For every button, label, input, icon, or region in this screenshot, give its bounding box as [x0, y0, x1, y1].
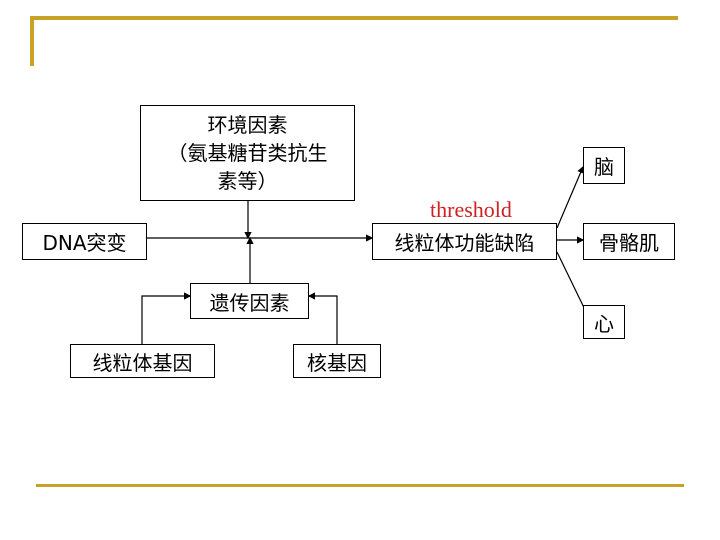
mito-genes-label: 线粒体基因 — [92, 350, 193, 375]
environment-line-2: （氨基糖苷类抗生 — [167, 141, 328, 165]
left-accent-line — [30, 16, 34, 66]
genetic-factors-box: 遗传因素 — [190, 283, 309, 319]
brain-label: 脑 — [594, 155, 614, 179]
genetic-factors-label: 遗传因素 — [209, 290, 290, 315]
line-to-brain — [556, 165, 584, 229]
environment-line-1: 环境因素 — [207, 113, 288, 137]
environment-factors-box: 环境因素 （氨基糖苷类抗生 素等） — [140, 105, 355, 201]
environment-line-3: 素等） — [217, 169, 278, 193]
threshold-label: threshold — [430, 197, 512, 222]
dna-mutation-label: DNA突变 — [42, 231, 127, 255]
nuclear-genes-label: 核基因 — [307, 350, 367, 375]
skeletal-muscle-label: 骨骼肌 — [599, 231, 659, 255]
dna-mutation-box: DNA突变 — [22, 223, 147, 260]
heart-box: 心 — [583, 305, 625, 339]
bottom-accent-line — [36, 484, 684, 487]
mito-dysfunction-label: 线粒体功能缺陷 — [394, 231, 535, 255]
mito-genes-box: 线粒体基因 — [70, 344, 215, 378]
top-accent-line — [30, 16, 678, 20]
line-mitogenes-to-genetic — [141, 292, 192, 344]
nuclear-genes-box: 核基因 — [293, 344, 381, 378]
heart-label: 心 — [594, 311, 614, 336]
mito-dysfunction-box: 线粒体功能缺陷 — [372, 223, 557, 260]
skeletal-muscle-box: 骨骼肌 — [583, 223, 675, 260]
line-nucgenes-to-genetic — [307, 292, 338, 344]
brain-box: 脑 — [583, 147, 625, 184]
